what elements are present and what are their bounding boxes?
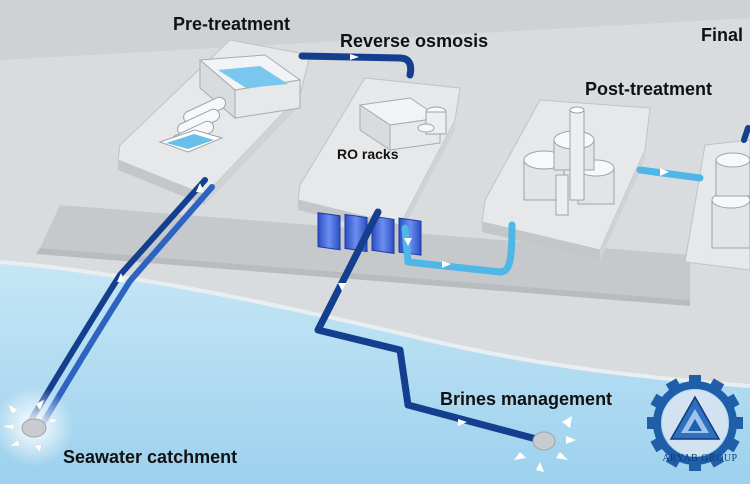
- road-curb: [36, 248, 690, 306]
- flow-arrow-icon: [338, 283, 346, 291]
- product-pipe: [741, 125, 750, 143]
- flow-arrow-icon: [196, 183, 204, 192]
- flow-arrow-icon: [117, 273, 125, 282]
- flow-arrow-icon: [660, 168, 669, 176]
- flow-arrow-icon: [458, 419, 467, 426]
- flow-arrow-icon: [442, 261, 451, 268]
- post-treatment-label: Post-treatment: [585, 79, 713, 99]
- brines-management-label: Brines management: [440, 389, 613, 409]
- intake-head: [0, 386, 74, 466]
- product-pipe: [636, 166, 704, 182]
- permeate-pipe: [401, 221, 516, 276]
- filter-basin: [218, 66, 288, 88]
- pretreatment-wall-right: [205, 95, 300, 205]
- transfer-pipe: [298, 52, 415, 79]
- post-wall-right: [600, 150, 645, 260]
- shoreline: [0, 260, 750, 388]
- final-tank-top: [715, 152, 750, 168]
- outfall-diffuser: [514, 416, 576, 472]
- ro-tank: [417, 123, 435, 133]
- pretreatment-wall-front: [118, 160, 205, 205]
- flow-arrow-icon: [350, 54, 359, 60]
- flow-arrows: [117, 54, 669, 426]
- ro-racks-label: RO racks: [337, 146, 399, 162]
- settling-water: [166, 134, 214, 149]
- final-label: Final: [701, 25, 744, 45]
- reverse-osmosis-label: Reverse osmosis: [340, 31, 489, 51]
- ro-wall-right: [400, 120, 455, 235]
- seawater-catchment-label: Seawater catchment: [63, 447, 238, 467]
- brine-pipe: [314, 208, 544, 444]
- post-tanks: [523, 106, 615, 216]
- company-logo-text: ARYAB GROUP: [662, 453, 738, 464]
- flow-arrow-icon: [404, 238, 412, 246]
- company-logo-icon: [647, 375, 743, 471]
- road-main: [40, 205, 690, 300]
- sea: [0, 262, 750, 484]
- road-top: [0, 0, 750, 60]
- pretreatment-label: Pre-treatment: [173, 14, 291, 34]
